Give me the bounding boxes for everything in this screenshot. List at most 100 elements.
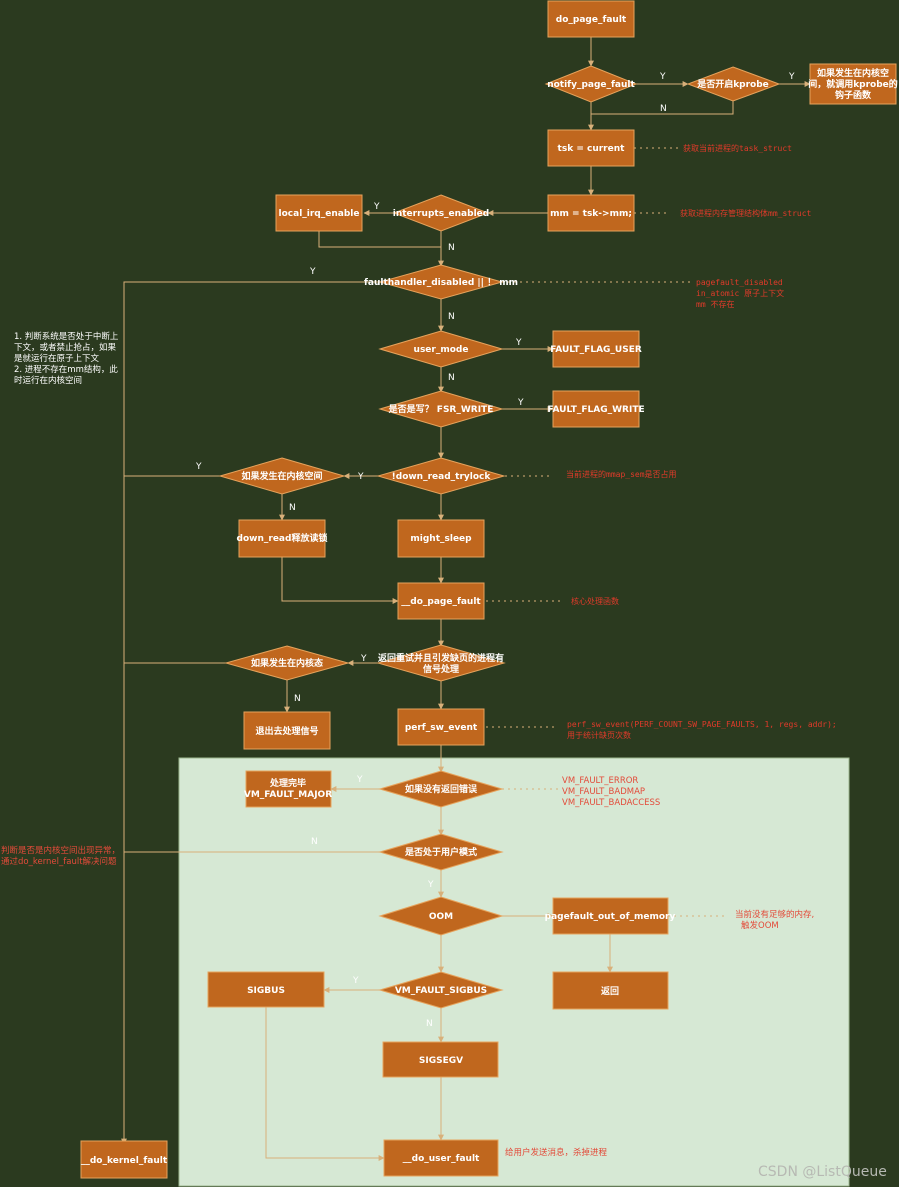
annotation-oom-note: 当前没有足够的内存,: [735, 909, 814, 920]
node-exit-signal: 退出去处理信号: [243, 711, 331, 750]
decision-down-read-trylock: !down_read_trylock: [376, 457, 506, 495]
svg-text:tsk = current: tsk = current: [558, 144, 626, 154]
edge-label-y: Y: [659, 72, 666, 82]
svg-text:返回重试并且引发缺页的进程有: 返回重试并且引发缺页的进程有: [378, 652, 504, 664]
node-pagefault-out-of-memory: pagefault_out_of_memory: [545, 897, 676, 935]
edge-labels: Y Y N Y N Y N Y N Y Y Y N Y N Y N Y Y N: [195, 72, 795, 1029]
svg-text:SIGSEGV: SIGSEGV: [419, 1056, 463, 1066]
edge-label-y: Y: [373, 202, 380, 212]
edge-label-n: N: [311, 837, 318, 847]
decision-vm-fault-sigbus: VM_FAULT_SIGBUS: [378, 971, 504, 1009]
edge-label-y: Y: [357, 472, 364, 482]
edge-label-y: Y: [352, 976, 359, 986]
node-tsk-current: tsk = current: [547, 129, 635, 167]
left-note-line-4: 2. 进程不存在mm结构，此: [14, 364, 118, 375]
decision-kprobe: 是否开启kprobe: [686, 66, 781, 102]
decision-no-error: 如果没有返回错误: [378, 770, 504, 808]
svg-text:do_page_fault: do_page_fault: [556, 15, 627, 25]
svg-text:user_mode: user_mode: [414, 345, 469, 355]
edge-label-n: N: [448, 312, 455, 322]
node-sigbus: SIGBUS: [207, 971, 325, 1008]
decision-user-mode: user_mode: [378, 330, 504, 368]
decision-kernel-space: 如果发生在内核空间: [218, 457, 346, 495]
node-local-irq-enable: local_irq_enable: [275, 194, 363, 232]
edge-label-y: Y: [515, 338, 522, 348]
edge-label-n: N: [448, 373, 455, 383]
node-mm-assign: mm = tsk->mm;: [547, 194, 635, 232]
svg-text:VM_FAULT_MAJOR: VM_FAULT_MAJOR: [244, 790, 332, 800]
annotation-oom-trigger: 触发OOM: [741, 920, 779, 931]
edge-label-y: Y: [427, 880, 434, 890]
svg-text:down_read释放读锁: down_read释放读锁: [237, 532, 328, 544]
annotation-core: 核心处理函数: [571, 596, 619, 606]
svg-text:might_sleep: might_sleep: [410, 534, 472, 544]
node-__do-page-fault: __do_page_fault: [397, 582, 485, 620]
svg-text:是否开启kprobe: 是否开启kprobe: [696, 78, 769, 90]
node-sigsegv: SIGSEGV: [382, 1041, 499, 1078]
edge-label-n: N: [289, 503, 296, 513]
svg-text:!down_read_trylock: !down_read_trylock: [392, 472, 492, 482]
annotation-kernel-fault-1: 判断是否是内核空间出现异常，: [1, 845, 120, 856]
annotations: 获取当前进程的task_struct 获取进程内存管理结构体mm_struct …: [1, 143, 837, 1158]
edges: [121, 37, 811, 1161]
left-note-line-2: 下文，或者禁止抢占，如果: [14, 342, 117, 353]
node-return: 返回: [552, 971, 669, 1010]
svg-text:perf_sw_event: perf_sw_event: [405, 723, 478, 733]
annotation-tsk: 获取当前进程的task_struct: [683, 143, 792, 153]
svg-text:FAULT_FLAG_WRITE: FAULT_FLAG_WRITE: [547, 405, 644, 415]
edge-label-y: Y: [356, 775, 363, 785]
svg-text:退出去处理信号: 退出去处理信号: [255, 725, 318, 737]
annotation-pagefault-disabled: pagefault_disabled: [696, 278, 783, 287]
node-kprobe-hook: 如果发生在内核空 间，就调用kprobe的 钩子函数: [808, 63, 898, 105]
annotation-mm: 获取进程内存管理结构体mm_struct: [680, 208, 812, 218]
svg-text:SIGBUS: SIGBUS: [247, 986, 285, 996]
decision-fsr-write: 是否是写？ FSR_WRITE: [378, 390, 504, 428]
decision-interrupts-enabled: interrupts_enabled: [392, 194, 490, 232]
edge-label-y: Y: [517, 398, 524, 408]
left-note-line-3: 是就运行在原子上下文: [14, 353, 100, 364]
svg-text:__do_kernel_fault: __do_kernel_fault: [81, 1156, 168, 1166]
left-note-line-5: 时运行在内核空间: [14, 375, 82, 386]
left-note-line-1: 1. 判断系统是否处于中断上: [14, 331, 119, 342]
svg-text:__do_user_fault: __do_user_fault: [403, 1154, 480, 1164]
annotation-kernel-fault-2: 通过do_kernel_fault解决问题: [1, 856, 117, 867]
decision-retry-signal: 返回重试并且引发缺页的进程有 信号处理: [376, 644, 506, 682]
annotation-vm-fault-badmap: VM_FAULT_BADMAP: [562, 787, 645, 797]
annotation-connectors: [486, 147, 728, 917]
annotation-perf-call: perf_sw_event(PERF_COUNT_SW_PAGE_FAULTS,…: [567, 720, 837, 729]
svg-text:__do_page_fault: __do_page_fault: [401, 597, 481, 607]
svg-text:local_irq_enable: local_irq_enable: [279, 209, 360, 219]
node-perf-sw-event: perf_sw_event: [397, 708, 485, 746]
svg-text:interrupts_enabled: interrupts_enabled: [393, 209, 489, 219]
svg-text:钩子函数: 钩子函数: [835, 89, 872, 101]
decision-notify-page-fault: notify_page_fault: [544, 65, 638, 103]
annotation-vm-fault-error: VM_FAULT_ERROR: [562, 776, 638, 786]
edge-label-y: Y: [309, 267, 316, 277]
svg-text:是否是写？ FSR_WRITE: 是否是写？ FSR_WRITE: [388, 404, 494, 415]
svg-text:VM_FAULT_SIGBUS: VM_FAULT_SIGBUS: [395, 986, 487, 996]
annotation-mm-missing: mm 不存在: [696, 299, 734, 309]
node-done-major: 处理完毕 VM_FAULT_MAJOR: [244, 770, 332, 808]
annotation-vm-fault-badaccess: VM_FAULT_BADACCESS: [562, 798, 660, 808]
edge-label-n: N: [294, 694, 301, 704]
node-__do-user-fault: __do_user_fault: [383, 1139, 499, 1177]
svg-text:notify_page_fault: notify_page_fault: [547, 80, 635, 90]
svg-text:faulthandler_disabled || ！ mm: faulthandler_disabled || ！ mm: [364, 277, 518, 288]
node-fault-flag-write: FAULT_FLAG_WRITE: [547, 390, 645, 428]
annotation-in-atomic: in_atomic 原子上下文: [696, 288, 784, 298]
annotation-user-fault: 给用户发送消息，杀掉进程: [505, 1147, 608, 1158]
svg-text:如果发生在内核态: 如果发生在内核态: [251, 657, 323, 669]
decision-kernel-state: 如果发生在内核态: [224, 645, 350, 681]
node-might-sleep: might_sleep: [397, 519, 485, 558]
svg-text:间，就调用kprobe的: 间，就调用kprobe的: [808, 78, 898, 90]
svg-text:pagefault_out_of_memory: pagefault_out_of_memory: [545, 912, 676, 922]
svg-text:如果没有返回错误: 如果没有返回错误: [405, 783, 478, 795]
decision-oom: OOM: [378, 896, 504, 936]
edge-label-y: Y: [788, 72, 795, 82]
svg-text:mm = tsk->mm;: mm = tsk->mm;: [550, 209, 632, 219]
edge-label-n: N: [660, 104, 667, 114]
edge-label-y: Y: [360, 654, 367, 664]
watermark: CSDN @ListQueue: [758, 1164, 887, 1180]
node-__do-kernel-fault: __do_kernel_fault: [80, 1140, 168, 1179]
